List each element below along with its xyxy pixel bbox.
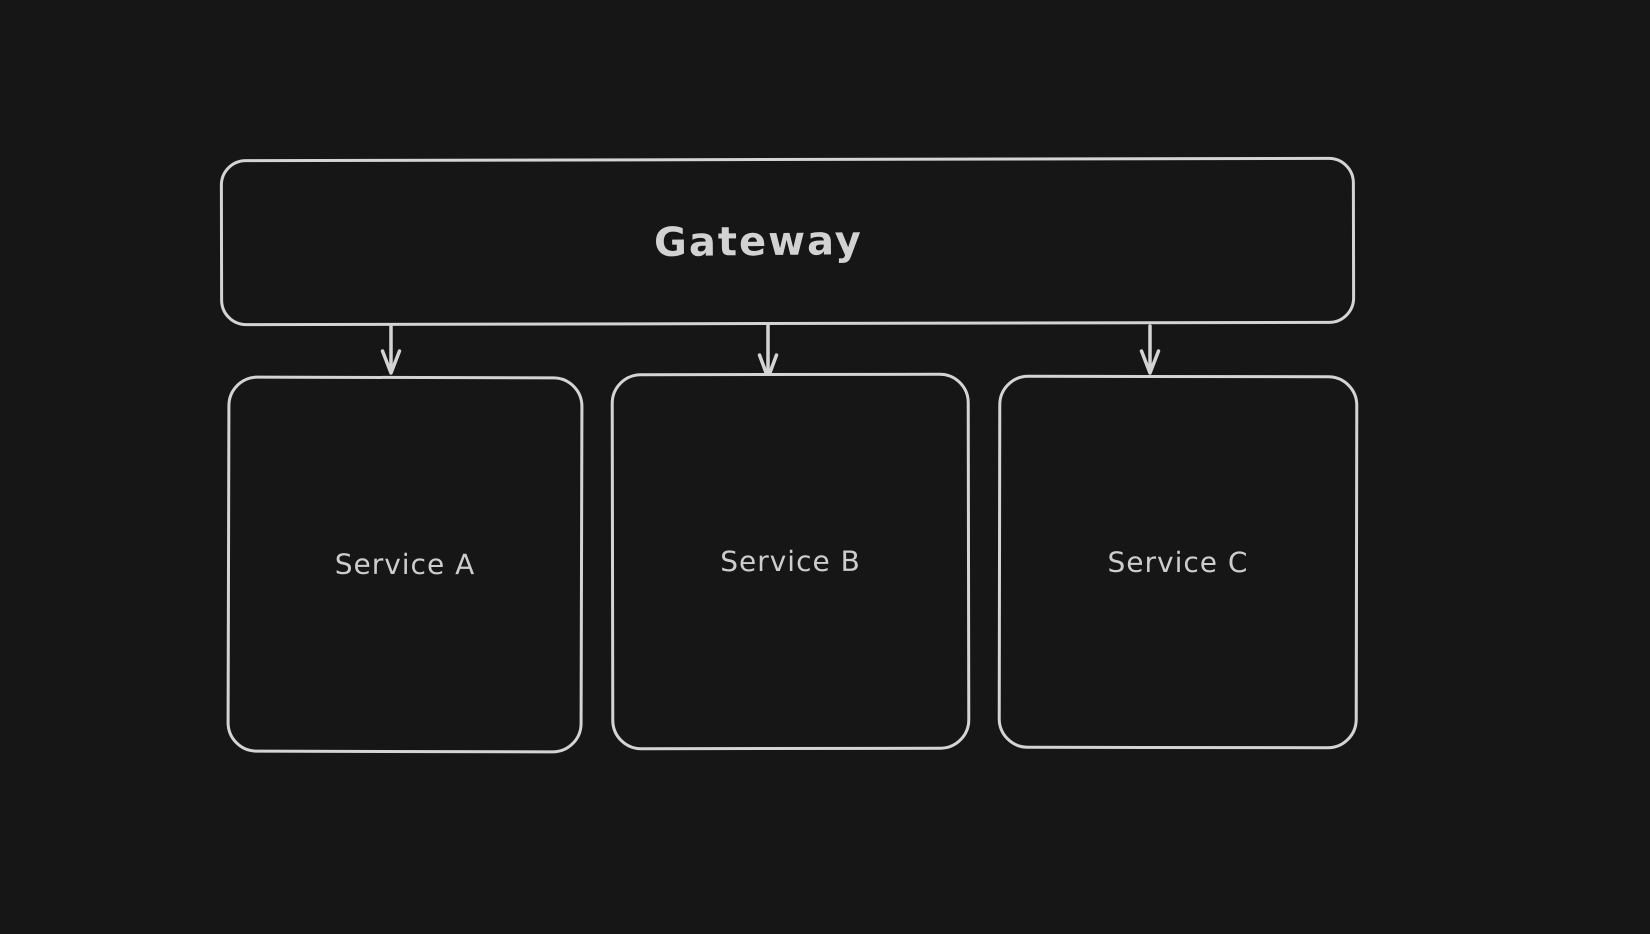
- arrow-gateway-to-service-b[interactable]: [757, 324, 779, 380]
- service-c-node[interactable]: Service C: [997, 374, 1359, 750]
- arrow-gateway-to-service-a[interactable]: [380, 324, 402, 375]
- service-a-node[interactable]: Service A: [226, 375, 584, 754]
- service-b-node[interactable]: Service B: [610, 372, 971, 751]
- arrow-gateway-to-service-c[interactable]: [1139, 324, 1161, 375]
- service-a-label: Service A: [334, 547, 476, 582]
- service-c-label: Service C: [1107, 545, 1249, 579]
- gateway-label: Gateway: [653, 217, 864, 266]
- gateway-node[interactable]: Gateway: [219, 156, 1356, 327]
- service-b-label: Service B: [720, 544, 861, 579]
